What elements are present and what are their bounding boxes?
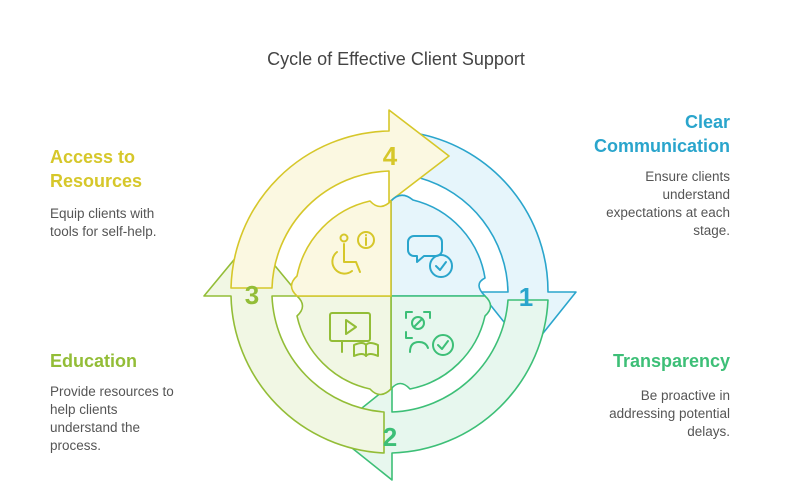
video-book-icon xyxy=(329,312,379,357)
stage-desc-transparency: Be proactive in addressing potential del… xyxy=(609,387,730,441)
step-number-3: 3 xyxy=(245,280,259,310)
stage-desc-communication: Ensure clients understand expectations a… xyxy=(606,168,730,240)
stage-desc-line: Ensure clients xyxy=(645,169,730,184)
stage-desc-line: Provide resources to xyxy=(50,384,174,399)
stage-desc-line: delays. xyxy=(687,424,730,439)
diagram-title: Cycle of Effective Client Support xyxy=(267,49,525,69)
chat-check-icon xyxy=(407,235,453,278)
arrow-segment-transparency xyxy=(331,299,549,481)
stage-desc-education: Provide resources to help clients unders… xyxy=(50,383,174,455)
stage-title-line: Clear xyxy=(684,112,730,132)
stage-desc-line: tools for self-help. xyxy=(50,224,157,239)
stage-title-line: Access to xyxy=(50,147,136,167)
stage-desc-line: Be proactive in xyxy=(640,388,730,403)
stage-desc-access: Equip clients with tools for self-help. xyxy=(50,205,157,241)
inner-quadrant-education xyxy=(296,295,392,396)
arrow-segment-access xyxy=(230,109,450,289)
stage-title-line: Communication xyxy=(593,136,730,156)
stage-title-line: Resources xyxy=(50,171,143,191)
stage-desc-line: addressing potential xyxy=(609,406,730,421)
step-number-1: 1 xyxy=(519,282,533,312)
stage-desc-line: Equip clients with xyxy=(50,206,155,221)
stage-desc-line: understand the xyxy=(50,420,141,435)
stage-desc-line: understand xyxy=(662,187,730,202)
stage-title-transparency: Transparency xyxy=(613,349,730,373)
stage-desc-line: expectations at each xyxy=(606,205,730,220)
stage-desc-line: help clients xyxy=(50,402,118,417)
step-number-4: 4 xyxy=(383,141,398,171)
stage-title-education: Education xyxy=(50,349,137,373)
inner-quadrant-communication xyxy=(390,194,486,297)
stage-desc-line: process. xyxy=(50,438,102,453)
inner-quadrant-access xyxy=(290,200,392,297)
accessibility-info-icon xyxy=(331,231,375,275)
stage-desc-line: stage. xyxy=(693,223,730,238)
stage-title-line: Transparency xyxy=(612,351,730,371)
arrow-segment-communication xyxy=(419,133,577,353)
inner-quadrant-transparency xyxy=(390,295,492,390)
person-scan-icon xyxy=(405,311,454,356)
arrow-segment-education xyxy=(203,237,385,454)
stage-title-access: Access to Resources xyxy=(50,145,142,193)
stage-title-line: Education xyxy=(50,351,138,371)
stage-title-communication: Clear Communication xyxy=(594,110,730,158)
step-number-2: 2 xyxy=(383,422,397,452)
